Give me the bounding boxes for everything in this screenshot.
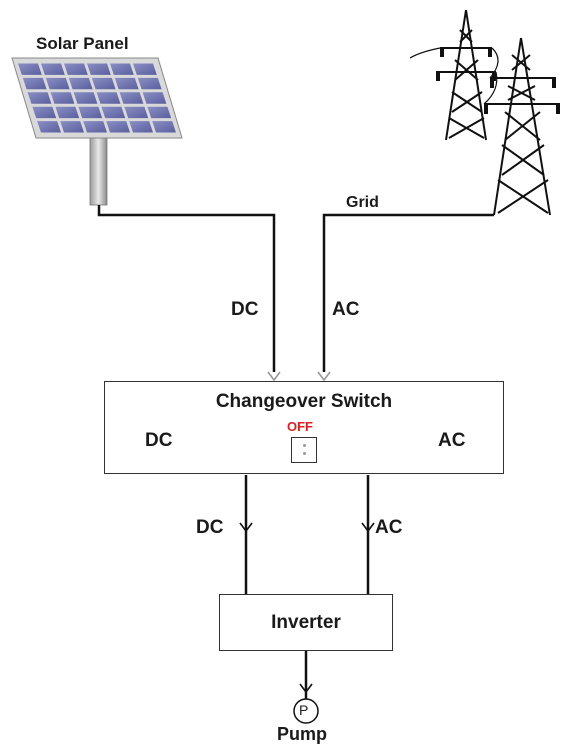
switch-dc-label: DC: [145, 430, 173, 451]
grid-label: Grid: [346, 194, 379, 211]
solar-cell: [124, 106, 149, 119]
solar-cell: [106, 121, 130, 133]
solar-cell: [27, 92, 52, 104]
solar-cell: [68, 77, 93, 90]
solar-cell: [41, 63, 65, 75]
solar-cell: [78, 106, 103, 119]
solar-cell: [50, 92, 75, 104]
switch-ac-label: AC: [438, 430, 466, 451]
pump-icon: [293, 698, 319, 724]
solar-cell: [142, 92, 167, 104]
arrowheads: [239, 371, 375, 694]
changeover-switch-title: Changeover Switch: [215, 391, 393, 412]
ac-input-label: AC: [332, 299, 360, 320]
inverter-box: Inverter: [219, 594, 393, 651]
solar-cell: [83, 121, 107, 133]
solar-panel-icon: [11, 57, 183, 206]
solar-cell: [147, 106, 172, 119]
ac-output-label: AC: [375, 517, 403, 538]
solar-cell: [152, 121, 176, 133]
pump-label: Pump: [277, 724, 328, 744]
insulator-icons: [436, 48, 560, 114]
dc-output-label: DC: [196, 517, 224, 538]
solar-cell: [60, 121, 84, 133]
solar-panel-label: Solar Panel: [36, 34, 129, 53]
solar-cell: [96, 92, 121, 104]
toggle-switch-icon[interactable]: [291, 437, 317, 463]
solar-cell: [110, 63, 134, 75]
solar-cell: [91, 77, 116, 90]
pump-symbol-letter: P: [299, 702, 309, 718]
solar-cell: [129, 121, 153, 133]
solar-cell: [37, 121, 61, 133]
switch-state-label: OFF: [287, 419, 313, 434]
dc-input-label: DC: [231, 299, 259, 320]
transmission-tower-icon: [409, 9, 560, 216]
solar-cell: [32, 106, 57, 119]
solar-cell: [87, 63, 111, 75]
solar-cell: [137, 77, 162, 90]
solar-cell: [101, 106, 126, 119]
solar-cell: [133, 63, 157, 75]
solar-cell: [55, 106, 80, 119]
solar-cell: [73, 92, 98, 104]
changeover-switch-box: Changeover Switch DC AC OFF: [104, 381, 504, 474]
solar-cell: [64, 63, 88, 75]
solar-cell: [114, 77, 139, 90]
solar-cell: [22, 77, 47, 90]
solar-cell: [45, 77, 70, 90]
inverter-label: Inverter: [271, 612, 341, 633]
solar-cell: [119, 92, 144, 104]
solar-cell: [18, 63, 42, 75]
